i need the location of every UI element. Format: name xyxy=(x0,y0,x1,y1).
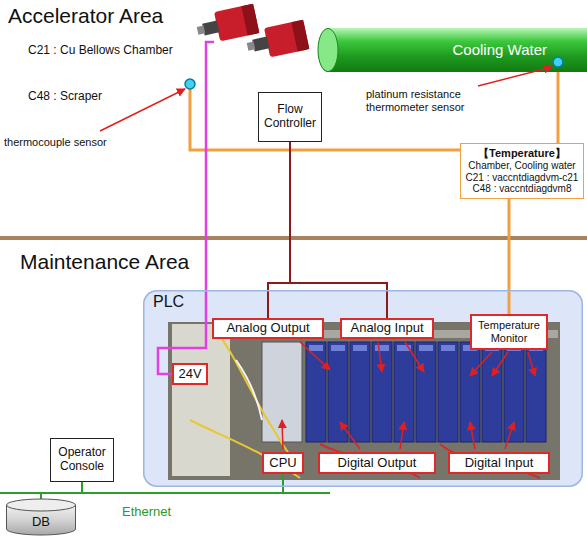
node-text: PLC xyxy=(153,293,573,311)
io-module xyxy=(438,342,458,442)
flow-meter-body xyxy=(264,20,309,58)
leader-arrow xyxy=(400,422,404,449)
leader-arrow xyxy=(470,422,475,449)
io-module xyxy=(482,342,502,442)
sensor-label: thermocouple sensor xyxy=(4,136,107,149)
node-text: CPU xyxy=(269,456,296,471)
module-label: Digital Output xyxy=(318,452,436,474)
node-text: Analog Output xyxy=(226,321,309,336)
io-module xyxy=(526,342,546,442)
node-body-text: C21 : vaccntdiagdvm-c21 xyxy=(466,172,579,184)
flow-meter-plug xyxy=(247,41,256,50)
io-module xyxy=(394,342,414,442)
leader-arrow xyxy=(470,352,492,376)
leader-arrow xyxy=(282,420,283,449)
io-module xyxy=(372,342,392,442)
pipe-body xyxy=(318,28,587,72)
connector xyxy=(268,142,290,318)
leader-arrow xyxy=(405,342,424,372)
area-separator xyxy=(0,236,587,240)
connector xyxy=(508,199,511,314)
area-heading: Maintenance Area xyxy=(20,250,189,274)
drum-top xyxy=(7,499,76,511)
cooling-water-pipe: Cooling Water xyxy=(318,28,587,72)
module-label: Analog Input xyxy=(340,318,434,339)
connector xyxy=(290,142,387,318)
sensor-dot xyxy=(185,79,195,89)
node-text: DB xyxy=(32,515,50,530)
node-text: Flow Controller xyxy=(262,103,318,131)
module-label: CPU xyxy=(262,452,304,474)
leader-arrow xyxy=(100,89,185,131)
leader-arrow xyxy=(505,422,514,449)
flow-meter-body xyxy=(214,4,259,42)
node-body-text: Chamber, Cooling water xyxy=(468,160,575,172)
node-text: Analog Input xyxy=(350,321,423,336)
flow-meter-side xyxy=(291,20,309,52)
io-module xyxy=(460,342,480,442)
sensor-label: C21 : Cu Bellows Chamber xyxy=(28,44,173,58)
io-module xyxy=(350,342,370,442)
wire xyxy=(215,330,300,470)
cpu-module xyxy=(262,342,302,442)
module-label: Digital Input xyxy=(448,452,550,474)
io-module xyxy=(306,342,326,442)
node-text: 【Temperature】 xyxy=(478,147,566,160)
leader-arrow xyxy=(528,352,535,376)
connector xyxy=(557,72,560,143)
sensor-dot xyxy=(553,57,563,67)
leader-arrow xyxy=(478,67,552,86)
module-label: Analog Output xyxy=(212,318,324,339)
power-label: 24V xyxy=(172,363,208,385)
pipe-end xyxy=(318,29,338,72)
node-text: Cooling Water xyxy=(453,41,547,58)
plc-region-fill xyxy=(143,290,583,487)
io-module xyxy=(416,342,436,442)
node-text: Operator Console xyxy=(54,446,110,474)
wire xyxy=(190,420,300,478)
leader-arrow xyxy=(492,352,508,376)
flow-meter-side xyxy=(241,4,259,36)
io-module xyxy=(504,342,524,442)
flow-meter-plug xyxy=(197,25,206,34)
power-line xyxy=(158,42,214,374)
sensor-label: C48 : Scraper xyxy=(28,90,102,104)
node-text: Digital Input xyxy=(465,456,534,471)
node-text: 24V xyxy=(178,367,201,382)
leader-arrow xyxy=(300,342,330,370)
node-body-text: C48 : vaccntdiagdvm8 xyxy=(473,183,572,195)
network-label: Ethernet xyxy=(122,505,171,520)
area-heading: Accelerator Area xyxy=(8,4,163,28)
sensor-label: platinum resistance thermometer sensor xyxy=(366,88,478,113)
leader-arrow xyxy=(378,342,382,372)
database-cylinder: DB xyxy=(6,499,76,535)
plc-region: PLC Analog Output Analog Input Temperature … xyxy=(143,290,583,487)
temperature-info-box: 【Temperature】Chamber, Cooling waterC21 :… xyxy=(460,143,584,199)
module-label: Temperature Monitor xyxy=(470,314,548,350)
node-text: Digital Output xyxy=(338,456,417,471)
leader-arrow xyxy=(340,422,360,449)
io-module xyxy=(328,342,348,442)
flow-controller-box: Flow Controller xyxy=(258,92,322,142)
wire xyxy=(236,360,262,420)
operator-console-box: Operator Console xyxy=(50,438,114,482)
node-text: Temperature Monitor xyxy=(475,319,543,344)
